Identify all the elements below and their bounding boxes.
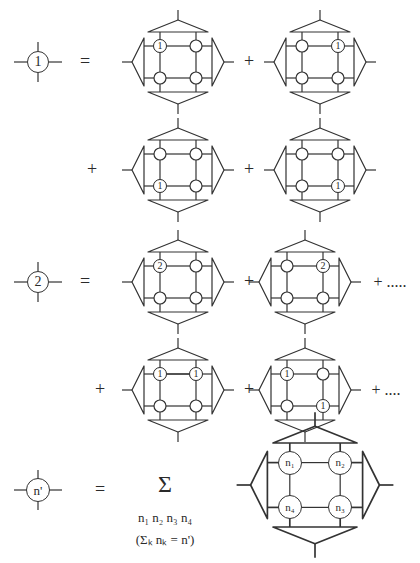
tensor-index: 1 [194, 369, 199, 379]
operator-sign: + [244, 380, 254, 400]
operator-sign: = [80, 52, 90, 72]
tensor-index: 1 [158, 181, 163, 191]
tensor-legs [14, 470, 62, 510]
tensor-index: n₂ [336, 457, 345, 468]
bond-line [340, 475, 341, 496]
bond-line [302, 462, 328, 463]
operator-sign: + [244, 52, 254, 72]
bond-line [340, 475, 341, 496]
ctm-frame [122, 338, 234, 442]
site-tensor: n₁ [278, 451, 302, 475]
operator-sign: = [95, 480, 105, 500]
ctm-frame [122, 118, 234, 222]
sum-annotation: n₁ n₂ n₃ n₄ [138, 511, 192, 525]
tensor-index: 1 [336, 181, 341, 191]
site-square [154, 40, 202, 84]
tensor-index: 1 [35, 55, 42, 69]
sum-annotation: + .... [371, 381, 400, 399]
site-tensor: 2 [153, 259, 167, 273]
operator-sign: + [244, 160, 254, 180]
bond-line [302, 507, 328, 508]
site-tensor: 1 [316, 399, 330, 413]
tensor-circle: n' [26, 478, 50, 502]
site-tensor: 1 [153, 179, 167, 193]
site-tensor: 1 [331, 39, 345, 53]
site-tensor: 2 [316, 259, 330, 273]
site-square [281, 368, 329, 412]
tensor-index: n₄ [285, 502, 294, 513]
ctm-frame [237, 412, 394, 558]
tensor-legs [14, 262, 62, 302]
operator-sign: Σ [158, 471, 172, 497]
site-square [281, 260, 329, 304]
tensor-index: 1 [158, 369, 163, 379]
site-tensor: 1 [280, 367, 294, 381]
bond-line [167, 373, 189, 374]
site-square [154, 148, 202, 192]
site-tensor: n₃ [328, 495, 352, 519]
operator-sign: + [244, 272, 254, 292]
site-square [296, 148, 344, 192]
site-square [296, 40, 344, 84]
ctm-frame [264, 10, 376, 114]
ctm-frame [249, 338, 361, 442]
ctm-frame [122, 230, 234, 334]
site-square [154, 368, 202, 412]
tensor-index: 2 [321, 261, 326, 271]
site-tensor: 1 [331, 179, 345, 193]
bond-line [302, 507, 328, 508]
ctm-frame [249, 230, 361, 334]
tensor-index: n₃ [336, 502, 345, 513]
operator-sign: + [95, 380, 105, 400]
tensor-circle: 1 [27, 51, 49, 73]
operator-sign: + [87, 160, 97, 180]
site-tensor: n₂ [328, 451, 352, 475]
site-tensor: 1 [153, 39, 167, 53]
tensor-index: 1 [158, 41, 163, 51]
tensor-index: 1 [285, 369, 290, 379]
bond-line [289, 475, 290, 496]
tensor-index: 1 [321, 401, 326, 411]
bond-line [302, 462, 328, 463]
tensor-index: 1 [336, 41, 341, 51]
ctm-frame [122, 10, 234, 114]
site-tensor: 1 [153, 367, 167, 381]
site-tensor: 1 [189, 367, 203, 381]
operator-sign: = [80, 272, 90, 292]
bond-line [289, 475, 290, 496]
site-tensor: n₄ [278, 495, 302, 519]
tensor-legs [14, 42, 62, 82]
tensor-index: n' [34, 484, 43, 497]
tensor-index: n₁ [285, 457, 294, 468]
tensor-circle: 2 [27, 271, 49, 293]
sum-annotation: (Σₖ nₖ = n') [136, 533, 195, 547]
tensor-index: 2 [35, 275, 42, 289]
site-square [154, 260, 202, 304]
ctm-frame [264, 118, 376, 222]
sum-annotation: + ..... [373, 273, 406, 291]
tensor-index: 2 [158, 261, 163, 271]
bond-line [167, 374, 189, 375]
